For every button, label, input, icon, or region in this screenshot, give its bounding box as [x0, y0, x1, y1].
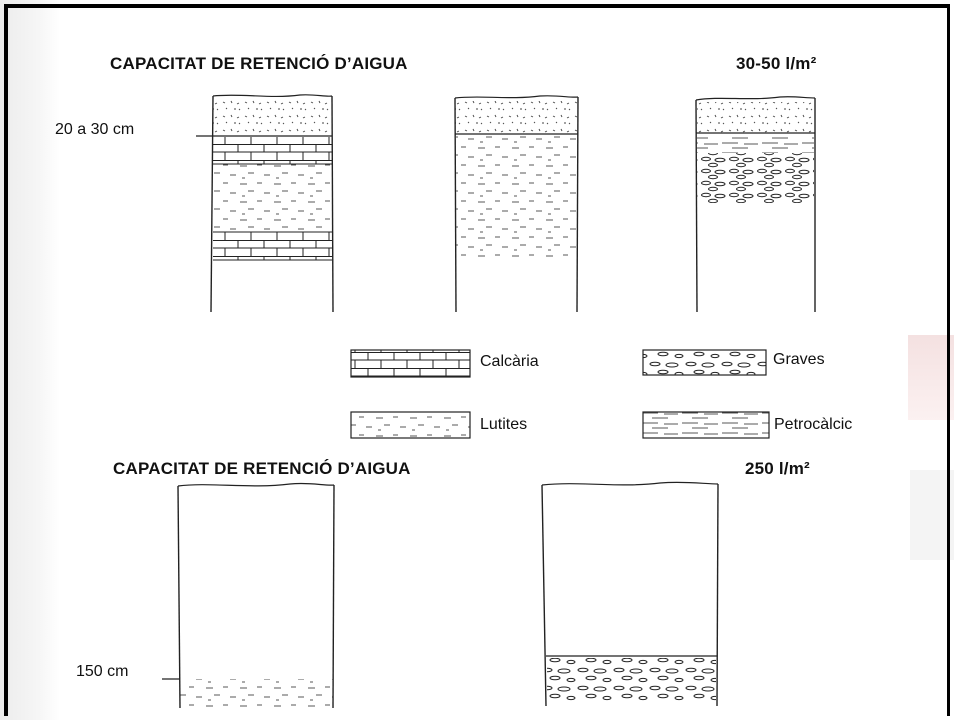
profile-column-5 [541, 481, 719, 707]
profile-column-3 [695, 96, 816, 313]
legend-swatch-calcaria [350, 349, 471, 378]
topsoil-layer [455, 101, 578, 134]
lutites-layer [213, 164, 332, 232]
graves-layer [697, 153, 814, 203]
bottom-depth-label: 150 cm [76, 663, 129, 680]
petrocalcic-layer [697, 135, 814, 153]
legend-label-graves: Graves [773, 351, 825, 368]
profile-column-1 [196, 94, 334, 313]
topsoil-layer [697, 102, 814, 133]
bottom-capacity: 250 l/m² [745, 459, 810, 478]
background-blur-left [0, 0, 60, 720]
bottom-heading: CAPACITAT DE RETENCIÓ D’AIGUA [113, 459, 411, 478]
calcaria-layer [213, 137, 332, 164]
legend-swatch-petrocalcic [642, 411, 770, 439]
top-heading: CAPACITAT DE RETENCIÓ D’AIGUA [110, 54, 408, 73]
background-blur-right [908, 335, 954, 420]
legend-swatches [350, 349, 770, 439]
lutites-layer [456, 136, 577, 261]
background-blur-right-lower [910, 470, 954, 560]
topsoil-layer [213, 100, 332, 136]
image-border [4, 4, 950, 716]
calcaria-layer [213, 232, 332, 260]
top-capacity: 30-50 l/m² [736, 54, 817, 73]
legend-swatch-graves [642, 349, 767, 376]
legend-label-petrocalcic: Petrocàlcic [774, 416, 853, 433]
profile-column-2 [454, 95, 579, 313]
legend-swatch-lutites [350, 411, 471, 439]
legend-label-lutites: Lutites [480, 416, 528, 433]
profile-column-4 [162, 482, 335, 709]
legend-label-calcaria: Calcària [480, 353, 539, 370]
top-depth-label: 20 a 30 cm [55, 121, 135, 138]
lutites-layer [180, 679, 333, 707]
graves-layer [547, 658, 716, 702]
